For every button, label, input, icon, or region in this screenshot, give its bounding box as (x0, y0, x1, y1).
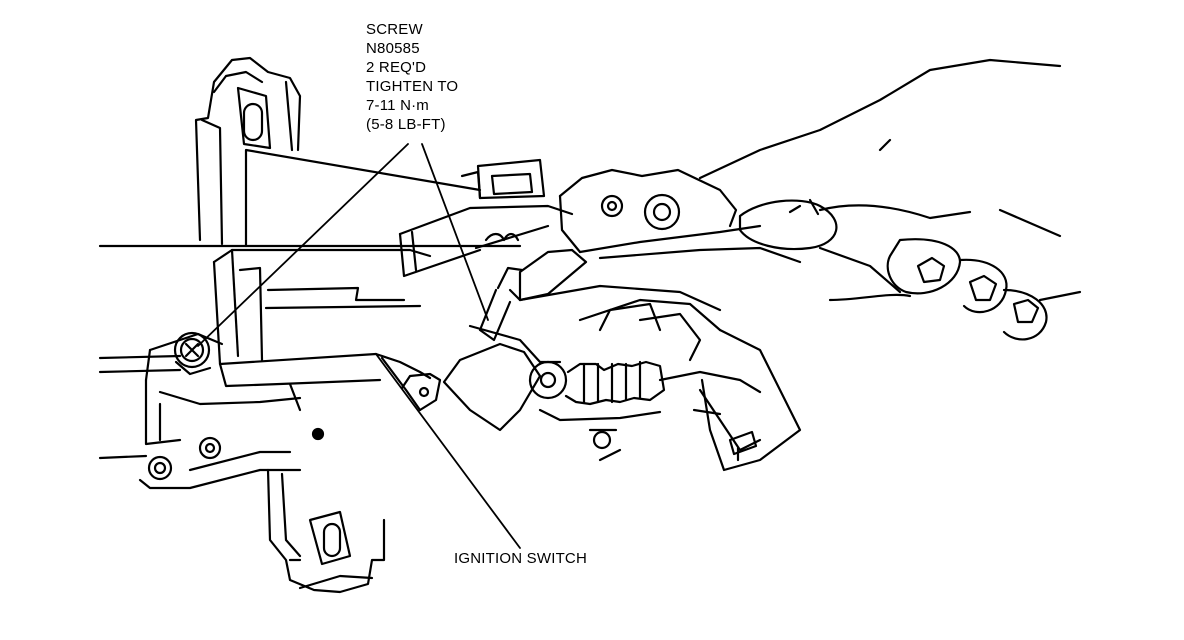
column-housing (98, 148, 522, 460)
upper-slot (242, 102, 264, 142)
screw-callout-line: 7-11 N·m (366, 97, 429, 114)
lower-slot (322, 522, 342, 558)
ignition-switch-label: IGNITION SWITCH (454, 550, 587, 567)
lower-mounting-bracket (266, 468, 386, 594)
screw-callout-line: TIGHTEN TO (366, 78, 459, 95)
screw-callout-line: SCREW (366, 21, 423, 38)
screw-callout: SCREW N80585 2 REQ'D TIGHTEN TO 7-11 N·m… (366, 20, 458, 134)
hand (698, 58, 1082, 341)
actuator-linkage (398, 158, 574, 278)
switch-mount-bracket (400, 372, 442, 412)
screw-callout-line: N80585 (366, 40, 420, 57)
screw-callout-line: (5-8 LB-FT) (366, 116, 446, 133)
ignition-switch-body (212, 248, 432, 412)
upper-mounting-bracket (194, 56, 302, 246)
screw-callout-line: 2 REQ'D (366, 59, 427, 76)
lock-actuator-assembly (442, 284, 802, 472)
screw-leader-lines (197, 143, 489, 347)
ignition-switch-leader-line (375, 353, 521, 549)
lower-bracket-left (138, 427, 325, 490)
screw-head (173, 331, 212, 376)
